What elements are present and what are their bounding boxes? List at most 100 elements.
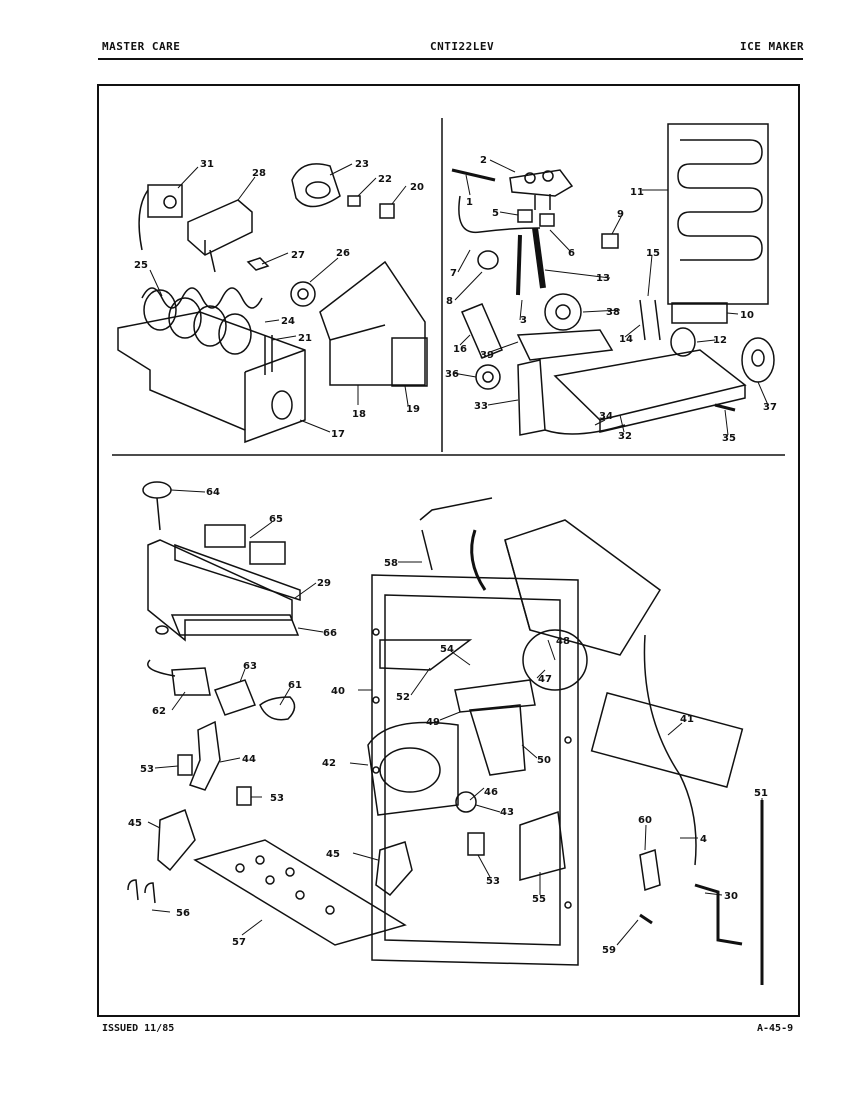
part-nut bbox=[155, 625, 169, 635]
part-bracket-10 bbox=[671, 302, 728, 324]
label-3: 3 bbox=[520, 315, 527, 326]
part-clip-53b bbox=[236, 786, 252, 806]
label-5: 5 bbox=[492, 208, 499, 219]
part-tube-13 bbox=[532, 227, 546, 289]
label-62: 62 bbox=[152, 706, 166, 717]
label-58: 58 bbox=[384, 558, 398, 569]
part-channel-66 bbox=[170, 614, 300, 636]
part-clip-60 bbox=[639, 849, 661, 891]
label-28: 28 bbox=[252, 168, 266, 179]
part-dispenser-housing-40 bbox=[371, 574, 579, 966]
label-16: 16 bbox=[453, 344, 467, 355]
part-clip-53c bbox=[467, 832, 485, 856]
label-57: 57 bbox=[232, 937, 246, 948]
label-29: 29 bbox=[317, 578, 331, 589]
footer-page-number: A-45-9 bbox=[757, 1023, 794, 1034]
part-thermostat-31 bbox=[138, 184, 183, 251]
label-33: 33 bbox=[474, 401, 488, 412]
label-18: 18 bbox=[352, 409, 366, 420]
part-screw-59 bbox=[639, 913, 653, 925]
label-60: 60 bbox=[638, 815, 652, 826]
part-grommet-58 bbox=[419, 497, 493, 571]
part-switch-55 bbox=[519, 810, 566, 881]
part-actuator-44 bbox=[189, 720, 221, 791]
part-label-41 bbox=[590, 691, 744, 789]
part-wire-harness bbox=[470, 529, 487, 591]
label-14: 14 bbox=[619, 334, 633, 345]
label-20: 20 bbox=[410, 182, 424, 193]
label-53-right: 53 bbox=[486, 876, 500, 887]
label-43: 43 bbox=[500, 807, 514, 818]
part-thermostat-64 bbox=[142, 481, 172, 531]
label-41: 41 bbox=[680, 714, 694, 725]
part-paddle-45b bbox=[375, 841, 413, 897]
label-37: 37 bbox=[763, 402, 777, 413]
part-paddle-45a bbox=[157, 809, 196, 872]
part-door-42 bbox=[367, 721, 459, 816]
label-17: 17 bbox=[331, 429, 345, 440]
part-cap-20 bbox=[379, 203, 395, 219]
part-clip-9 bbox=[601, 233, 619, 249]
part-grommet-8 bbox=[477, 250, 499, 270]
label-52: 52 bbox=[396, 692, 410, 703]
label-35: 35 bbox=[722, 433, 736, 444]
upper-right-labels: 2 1 5 6 9 11 7 13 8 15 38 3 10 16 14 12 … bbox=[445, 155, 777, 444]
label-50: 50 bbox=[537, 755, 551, 766]
part-lamp-socket-62 bbox=[147, 659, 211, 696]
part-spring-56 bbox=[127, 879, 156, 904]
label-56: 56 bbox=[176, 908, 190, 919]
part-housing-17 bbox=[117, 311, 306, 444]
part-plate-52 bbox=[379, 639, 473, 671]
header-model: CNTI22LEV bbox=[430, 40, 495, 53]
part-bulb-61 bbox=[259, 696, 296, 721]
part-cam-12 bbox=[670, 327, 696, 357]
label-27: 27 bbox=[291, 250, 305, 261]
part-wire-34 bbox=[544, 424, 626, 435]
part-tube-4 bbox=[643, 634, 697, 866]
label-46: 46 bbox=[484, 787, 498, 798]
label-53-left: 53 bbox=[140, 764, 154, 775]
part-tube-7 bbox=[458, 195, 541, 234]
part-screw-35 bbox=[714, 403, 736, 412]
label-2: 2 bbox=[480, 155, 487, 166]
part-guide-50 bbox=[469, 704, 526, 776]
diagram-frame bbox=[97, 84, 800, 1017]
label-61: 61 bbox=[288, 680, 302, 691]
footer-issued: ISSUED 11/85 bbox=[102, 1023, 175, 1034]
part-fitting-5 bbox=[517, 209, 533, 223]
label-25: 25 bbox=[134, 260, 148, 271]
label-40: 40 bbox=[331, 686, 345, 697]
label-59: 59 bbox=[602, 945, 616, 956]
label-32: 32 bbox=[618, 431, 632, 442]
label-65: 65 bbox=[269, 514, 283, 525]
label-10: 10 bbox=[740, 310, 754, 321]
label-8: 8 bbox=[446, 296, 453, 307]
label-55: 55 bbox=[532, 894, 546, 905]
part-bracket-37 bbox=[741, 337, 775, 383]
label-6: 6 bbox=[568, 248, 575, 259]
part-switch-15 bbox=[639, 299, 661, 341]
label-26: 26 bbox=[336, 248, 350, 259]
label-48: 48 bbox=[556, 636, 570, 647]
part-heater-spring-25 bbox=[141, 287, 263, 355]
part-gear-26 bbox=[290, 281, 316, 307]
part-drip-tray-57 bbox=[193, 839, 407, 946]
part-bucket-chute bbox=[504, 519, 662, 656]
label-22: 22 bbox=[378, 174, 392, 185]
part-motor-36 bbox=[475, 364, 501, 390]
label-39: 39 bbox=[480, 350, 494, 361]
label-54: 54 bbox=[440, 644, 454, 655]
part-bracket-49 bbox=[454, 679, 536, 713]
label-38: 38 bbox=[606, 307, 620, 318]
label-15: 15 bbox=[646, 248, 660, 259]
part-fitting-6 bbox=[539, 213, 555, 227]
part-heater-bracket-29 bbox=[147, 539, 301, 642]
label-44: 44 bbox=[242, 754, 256, 765]
label-11: 11 bbox=[630, 187, 644, 198]
part-cover-28 bbox=[187, 199, 253, 273]
part-rod-30 bbox=[694, 883, 743, 946]
part-relay-65 bbox=[204, 524, 286, 565]
part-clip-22 bbox=[347, 195, 361, 207]
part-gear-38 bbox=[544, 293, 582, 331]
